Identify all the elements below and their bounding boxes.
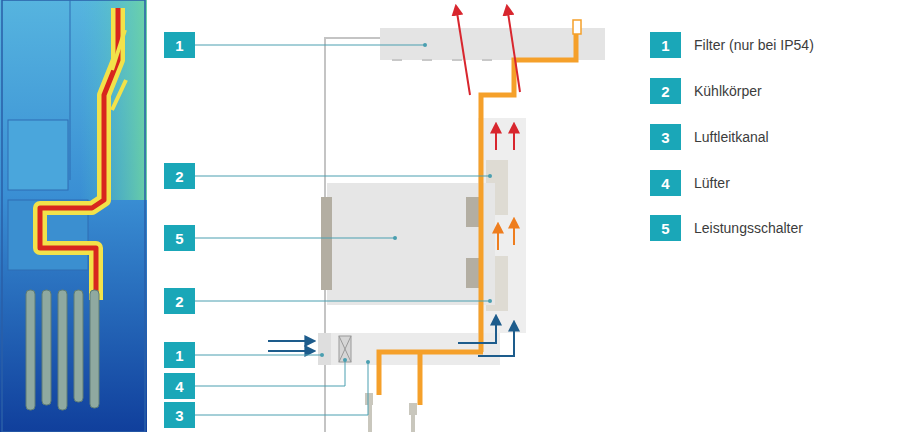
callout-box: 2	[164, 288, 195, 314]
thermal-image	[0, 0, 147, 432]
callout-number: 3	[650, 124, 681, 150]
callout-number: 5	[175, 231, 183, 246]
callout-number: 2	[175, 294, 183, 309]
callout-number: 4	[650, 170, 681, 196]
callout-number: 4	[175, 379, 183, 394]
callout-number: 1	[650, 32, 681, 58]
callout-number: 3	[175, 408, 183, 423]
callout-box: 1	[164, 32, 195, 58]
top-filter	[380, 28, 605, 60]
callout-box: 5	[164, 225, 195, 251]
callout-number: 2	[175, 169, 183, 184]
callout-number: 5	[650, 215, 681, 241]
air-channel	[318, 333, 500, 365]
legend-text: Kühlkörper	[694, 83, 762, 99]
callout-box: 4	[164, 373, 195, 399]
legend-text: Leistungsschalter	[694, 220, 803, 236]
callout-box: 1	[164, 342, 195, 368]
callout-box: 3	[164, 402, 195, 428]
legend-text: Filter (nur bei IP54)	[694, 37, 814, 53]
legend-text: Luftleitkanal	[694, 129, 769, 145]
callout-number: 1	[175, 348, 183, 363]
cabinet-schematic	[268, 6, 605, 432]
callout-number: 1	[175, 38, 183, 53]
legend-text: Lüfter	[694, 175, 730, 191]
leader-lines	[195, 45, 490, 415]
callout-box: 2	[164, 163, 195, 189]
circuit-breaker	[327, 183, 495, 305]
callout-number: 2	[650, 78, 681, 104]
